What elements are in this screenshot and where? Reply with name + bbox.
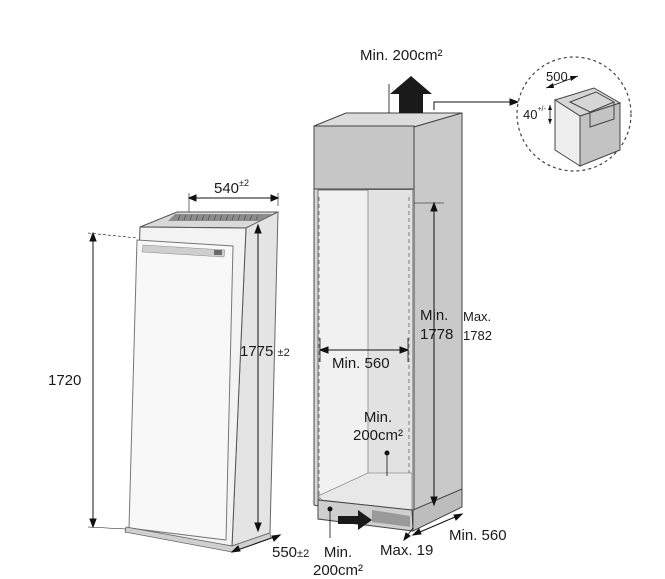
fridge-dimension-lines xyxy=(87,193,282,553)
niche-floor xyxy=(317,472,413,511)
width-arrow-right xyxy=(270,194,280,202)
inner-vent-label-line1: Min. xyxy=(363,409,393,426)
niche-height-min-line2: 1778 xyxy=(420,326,454,343)
fridge-display-icon xyxy=(214,250,222,255)
depth-dimension-line xyxy=(231,534,281,553)
detail-gap-tolerance: +/- xyxy=(537,106,546,113)
niche-depth-label: Min. 560 xyxy=(449,527,507,544)
inner-width-arrow-left xyxy=(318,346,329,354)
bottom-vent-label-line1: Min. xyxy=(323,544,353,561)
fridge-door xyxy=(128,239,234,541)
niche-depth-arrow-front xyxy=(411,528,422,536)
niche-top-box xyxy=(313,125,415,190)
niche-height-arrow-bottom xyxy=(430,496,438,507)
bottom-airflow-arrow-icon xyxy=(338,510,372,530)
niche-height-max-line2: 1782 xyxy=(463,328,492,343)
cabinet-height-arrow-top xyxy=(254,223,262,234)
fridge-width-value: 540 xyxy=(214,180,240,197)
niche-depth-arrow-back xyxy=(453,513,464,521)
fridge-height-arrow-bottom xyxy=(89,518,97,529)
cabinet-height-value: 1775 xyxy=(240,343,274,360)
fridge-width-tolerance: ±2 xyxy=(239,178,249,188)
fridge-width-label: 540±2 xyxy=(214,178,249,197)
fridge-depth-label: 550±2 xyxy=(272,545,309,560)
cabinet-height-tolerance: ±2 xyxy=(277,347,290,359)
detail-leader-arrow xyxy=(509,98,520,106)
niche-plinth-vent-icon xyxy=(372,510,410,527)
fridge-height-arrow-top xyxy=(89,231,97,242)
plinth-gap-label: Max. 19 xyxy=(380,542,434,559)
fridge-depth-tolerance: ±2 xyxy=(297,548,310,560)
inner-width-arrow-right xyxy=(399,346,410,354)
niche-height-arrow-top xyxy=(430,201,438,212)
niche-depth-line xyxy=(412,513,463,536)
niche-inner-side-wall xyxy=(368,190,412,525)
fridge-vent-grille xyxy=(177,214,259,221)
plinth-gap-arrow xyxy=(403,532,411,542)
cabinet-height-label: 1775 ±2 xyxy=(240,344,290,359)
niche-inner-width-label: Min. 560 xyxy=(332,355,390,372)
fridge-control-strip xyxy=(141,244,226,258)
inner-vent-label-line2: 200cm² xyxy=(352,427,404,444)
niche-illustration xyxy=(313,112,463,532)
cabinet-height-arrow-bottom xyxy=(254,522,262,533)
niche-height-min-label: Min. 1778 xyxy=(420,308,453,342)
bottom-vent-label-line2: 200cm² xyxy=(312,562,364,579)
top-vent-label: Min. 200cm² xyxy=(360,47,443,64)
detail-gap-value: 40 xyxy=(523,107,538,122)
niche-height-max-label: Max. 1782 xyxy=(463,310,492,342)
depth-arrow-back xyxy=(271,534,282,542)
detail-gap-label: 40+/- xyxy=(523,106,546,122)
detail-inset xyxy=(516,56,632,172)
inner-vent-label: Min. 200cm² xyxy=(347,410,409,443)
top-airflow-arrow-icon xyxy=(390,76,432,113)
fridge-height-label: 1720 xyxy=(48,372,82,389)
fridge-depth-value: 550 xyxy=(272,544,298,561)
niche-height-min-line1: Min. xyxy=(420,307,449,324)
niche-plinth-side xyxy=(412,488,463,532)
width-arrow-left xyxy=(187,194,197,202)
niche-dimension-lines xyxy=(318,76,520,542)
refrigerator-illustration xyxy=(124,211,279,553)
detail-leader-line xyxy=(433,101,514,110)
inner-vent-dot xyxy=(384,450,390,456)
depth-arrow-front xyxy=(230,545,241,553)
niche-height-max-line1: Max. xyxy=(463,309,492,324)
bottom-vent-label: Min. 200cm² xyxy=(308,545,368,578)
detail-width-label: 500 xyxy=(546,69,568,84)
